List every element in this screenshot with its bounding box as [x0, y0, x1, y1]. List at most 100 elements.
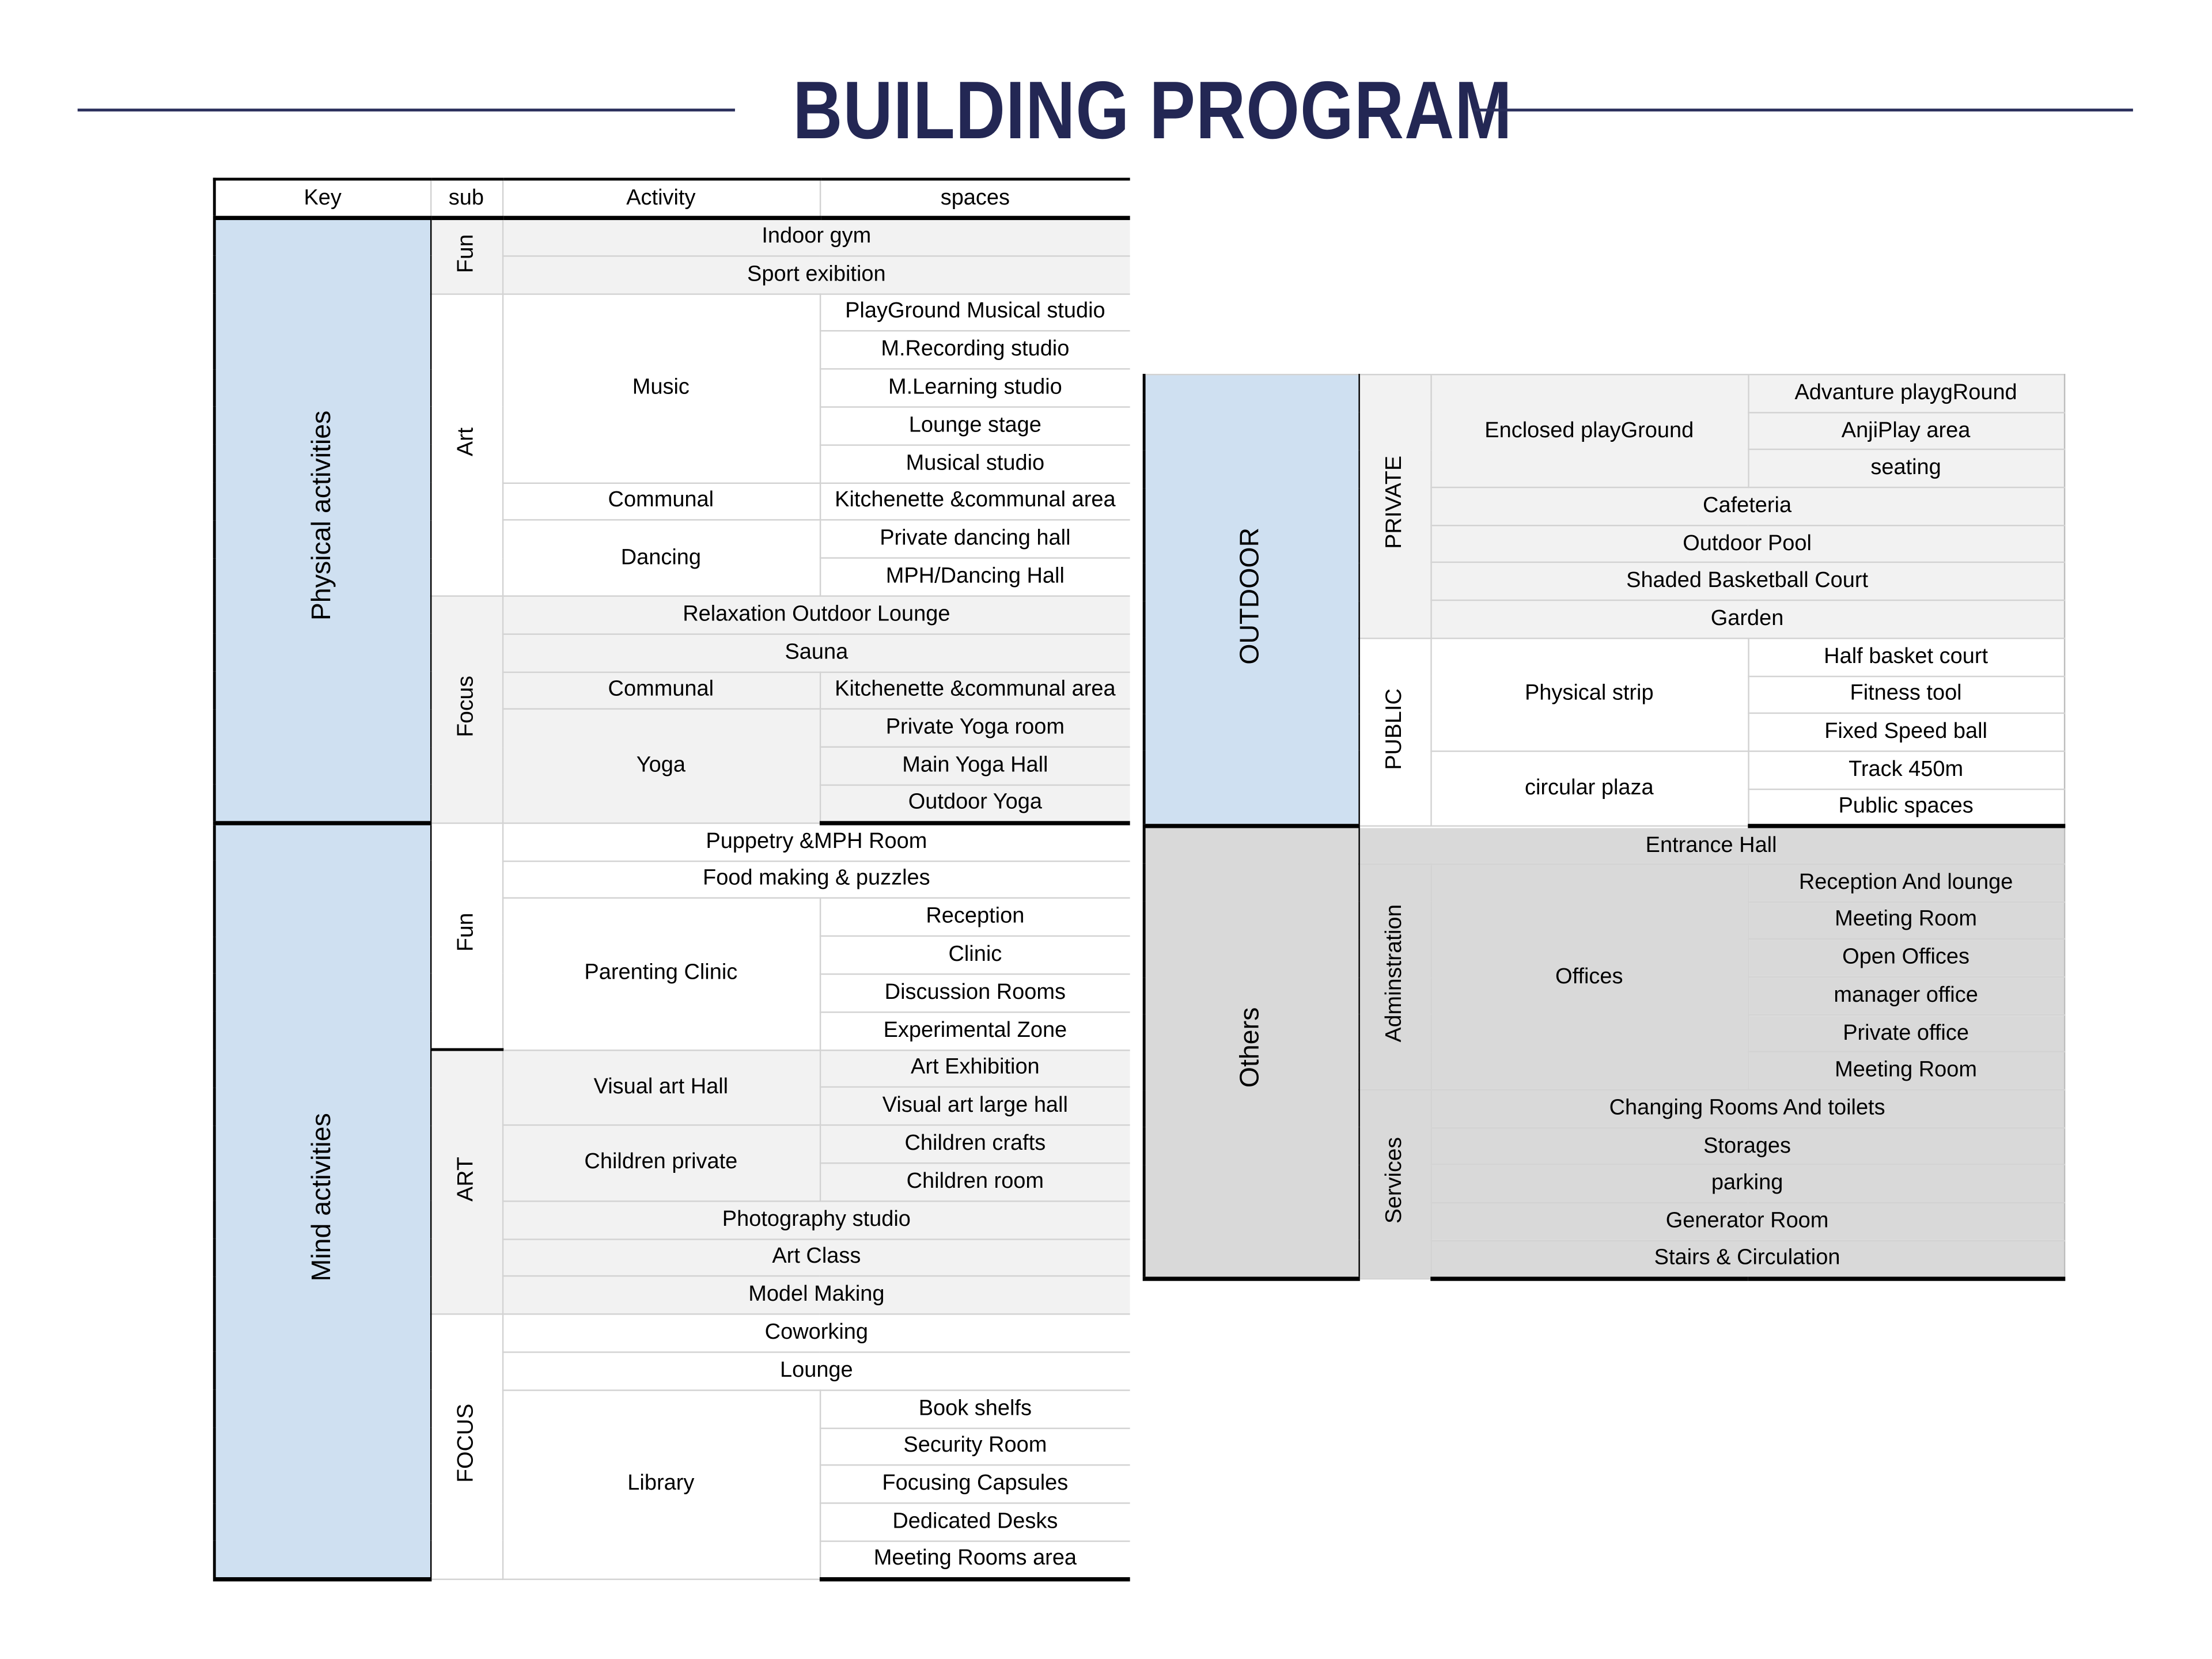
table-row: Stairs & Circulation	[1144, 1240, 2065, 1281]
activity-cell: Dancing	[501, 520, 821, 597]
table-row: Yoga Private Yoga room	[214, 709, 1130, 824]
space-cell: M.Recording studio	[819, 331, 1130, 370]
space-cell-label: Shaded Basketball Court	[1626, 569, 1869, 593]
space-cell-label: Kitchenette &communal area	[835, 488, 1116, 513]
activity-cell: Communal	[501, 482, 821, 521]
space-cell: Photography studio	[501, 1200, 1130, 1240]
table-row: Public spaces	[1144, 787, 2065, 829]
space-cell: Meeting Rooms area	[819, 1540, 1130, 1581]
space-cell: Generator Room	[1430, 1202, 2065, 1241]
sub-category-cell: Focus	[429, 595, 503, 824]
space-cell: Focusing Capsules	[819, 1464, 1130, 1504]
space-cell-label: Food making & puzzles	[703, 866, 930, 891]
table-row: Security Room	[214, 1427, 1130, 1467]
table-row: Garden	[1144, 600, 2065, 639]
header-row: Key sub Activity spaces	[213, 177, 1130, 220]
table-row: Private office	[1144, 1014, 2065, 1053]
space-cell: Reception And lounge	[1747, 863, 2065, 903]
space-cell-label: Fixed Speed ball	[1824, 719, 1987, 744]
space-cell: Garden	[1430, 600, 2065, 639]
activity-cell-label: Visual art Hall	[593, 1074, 729, 1099]
space-cell: Outdoor Yoga	[819, 784, 1130, 825]
table-row: Clinic	[214, 935, 1130, 975]
table-row: parking	[1144, 1164, 2065, 1204]
space-cell: Public spaces	[1747, 787, 2065, 829]
activity-cell-label: Music	[632, 375, 690, 400]
table-row: Meeting Room	[1144, 1051, 2065, 1091]
section-key-cell: Others	[1142, 825, 1359, 1281]
space-cell: Book shelfs	[819, 1389, 1130, 1429]
table-row: Children room	[214, 1162, 1130, 1202]
space-cell: Storages	[1430, 1127, 2065, 1166]
space-cell-label: Visual art large hall	[882, 1093, 1068, 1118]
space-cell: Art Exhibition	[819, 1048, 1130, 1088]
sub-category-cell-label: Art	[453, 426, 478, 456]
space-cell-label: Clinic	[948, 942, 1002, 967]
table-row: Meeting Rooms area	[214, 1540, 1130, 1581]
space-cell: Art Class	[501, 1238, 1130, 1278]
space-cell: Meeting Room	[1747, 901, 2065, 940]
space-cell: Children crafts	[819, 1124, 1130, 1164]
table-row: Lounge stage	[214, 406, 1130, 446]
space-cell: Reception	[819, 897, 1130, 937]
space-cell: Clinic	[819, 935, 1130, 975]
table-row: Lounge	[214, 1351, 1130, 1391]
space-cell: Cafeteria	[1430, 487, 2065, 526]
header-sub: sub	[429, 177, 503, 220]
sub-category-cell: Fun	[429, 822, 503, 1051]
activity-cell-label: Communal	[608, 677, 714, 702]
table-row: Communal Kitchenette &communal area	[214, 671, 1130, 710]
space-cell-label: Photography studio	[722, 1207, 911, 1232]
space-cell-label: manager office	[1834, 983, 1978, 1007]
activity-cell-label: Offices	[1555, 964, 1623, 988]
space-cell: Entrance Hall	[1358, 825, 2065, 865]
table-row: Generator Room	[1144, 1202, 2065, 1241]
space-cell: Track 450m	[1747, 750, 2065, 790]
table-row: Visual art large hall	[214, 1086, 1130, 1126]
space-cell: Puppetry &MPH Room	[501, 822, 1130, 862]
space-cell: Fixed Speed ball	[1747, 713, 2065, 752]
table-row: Cafeteria	[1144, 487, 2065, 526]
table-row: Art Class	[214, 1238, 1130, 1278]
space-cell: Changing Rooms And toilets	[1430, 1089, 2065, 1128]
table-row: M.Learning studio	[214, 368, 1130, 408]
space-cell: Discussion Rooms	[819, 973, 1130, 1013]
table-row: Shaded Basketball Court	[1144, 562, 2065, 601]
space-cell: Sport exibition	[501, 255, 1130, 294]
activity-cell-label: Yoga	[636, 753, 685, 778]
space-cell: Relaxation Outdoor Lounge	[501, 595, 1130, 635]
space-cell: Stairs & Circulation	[1430, 1240, 2065, 1281]
sub-category-cell: ART	[429, 1048, 503, 1315]
activity-cell: Physical strip	[1430, 637, 1749, 752]
space-cell-label: Outdoor Yoga	[908, 790, 1042, 815]
space-cell-label: Security Room	[903, 1434, 1047, 1458]
space-cell-label: Kitchenette &communal area	[835, 677, 1116, 702]
activity-cell: circular plaza	[1430, 750, 1749, 827]
space-cell: MPH/Dancing Hall	[819, 557, 1130, 597]
space-cell: Kitchenette &communal area	[819, 671, 1130, 710]
sub-category-cell: Services	[1358, 1089, 1431, 1279]
space-cell-label: M.Recording studio	[881, 337, 1070, 362]
space-cell-label: Private Yoga room	[885, 715, 1065, 740]
sub-category-cell-label: Fun	[453, 233, 478, 272]
space-cell-label: Musical studio	[906, 450, 1045, 475]
sub-category-cell-label: FOCUS	[453, 1403, 478, 1483]
space-cell: Indoor gym	[501, 217, 1130, 257]
space-cell: PlayGround Musical studio	[819, 293, 1130, 332]
table-row: Storages	[1144, 1127, 2065, 1166]
space-cell: Model Making	[501, 1275, 1130, 1315]
title-rule-left	[77, 108, 735, 112]
space-cell: Half basket court	[1747, 637, 2065, 677]
space-cell-label: Sport exibition	[747, 262, 886, 286]
space-cell: Fitness tool	[1747, 675, 2065, 714]
activity-cell: Parenting Clinic	[501, 897, 821, 1051]
space-cell: Meeting Room	[1747, 1051, 2065, 1091]
